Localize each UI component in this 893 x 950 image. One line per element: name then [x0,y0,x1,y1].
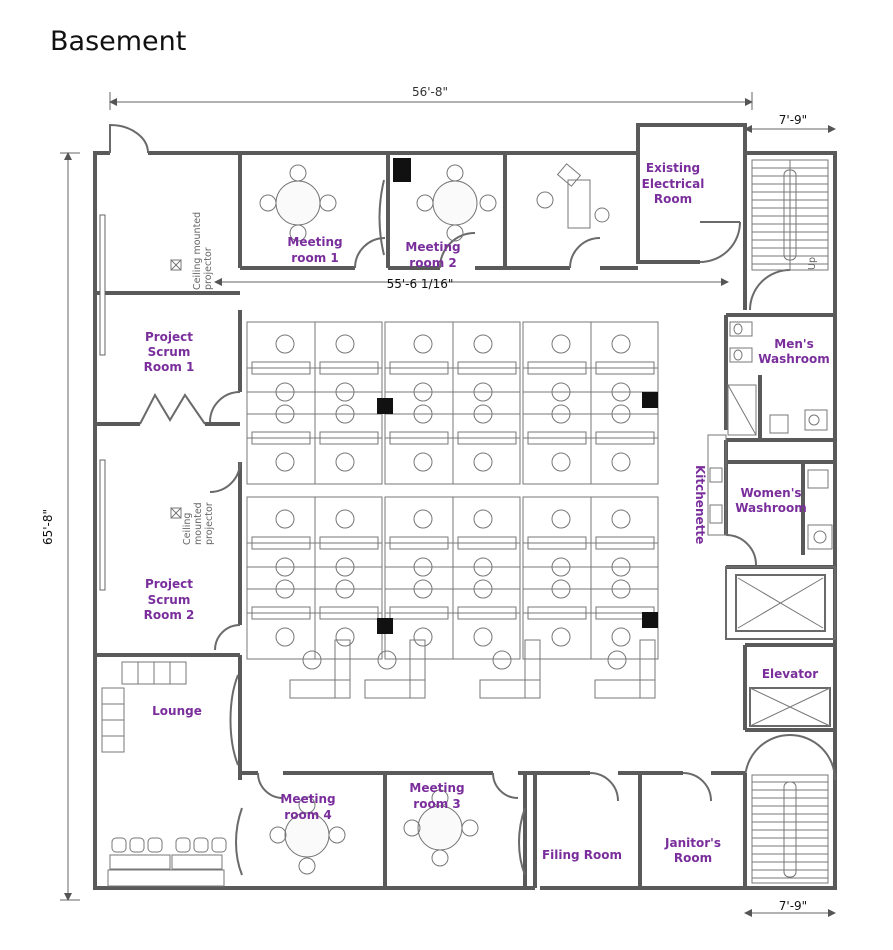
lounge-furniture [101,661,227,887]
label-kitchenette: Kitchenette [693,465,707,544]
projector1-line1: Ceiling mounted [192,212,203,290]
walls [93,123,837,890]
projector2-line2: mounted [193,502,204,545]
projector-screens [99,214,182,591]
dimension-lines: 56'-8" 7'-9" 65'-8" 55'-6 1/16" 7'-9" [41,85,836,917]
svg-text:Ceiling mounted projector: Ceiling mounted projector [192,209,214,290]
dim-stair-top: 7'-9" [779,113,807,127]
projector2-line3: projector [204,502,215,545]
dim-left-height: 65'-8" [41,509,55,545]
projector1-line2: projector [203,247,214,290]
meeting-tables [259,158,610,875]
label-lounge: Lounge [152,704,202,718]
projector2-line1: Ceiling [182,513,193,545]
label-filing-room: Filing Room [542,848,622,862]
stairs: Up [751,159,829,884]
page-title: Basement [50,26,186,57]
dim-inner-width: 55'-6 1/16" [387,277,454,291]
stair-up-label: Up [807,257,818,270]
label-elevator: Elevator [762,667,818,681]
workstations [246,321,659,699]
dim-top-width: 56'-8" [412,85,448,99]
dim-stair-bottom: 7'-9" [779,899,807,913]
svg-text:Ceiling mounted projec: Ceiling mounted projector [182,499,215,545]
washroom-fixtures [707,321,833,550]
